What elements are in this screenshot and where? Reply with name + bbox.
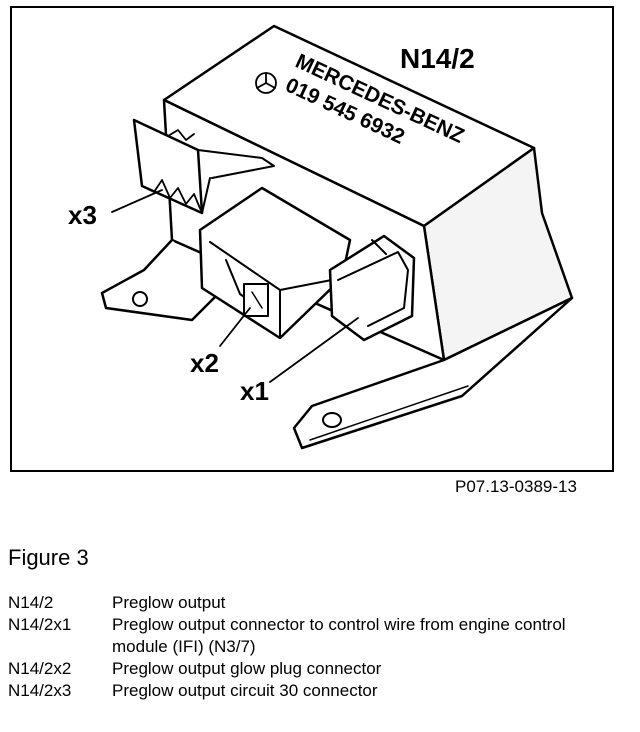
legend-code: N14/2x2 [8, 659, 72, 678]
callout-x1: x1 [240, 376, 269, 406]
legend-code: N14/2 [8, 593, 54, 612]
x3-leader [111, 189, 163, 213]
mounting-hole-left [132, 291, 148, 307]
x1-leader [269, 317, 359, 383]
figure-title: Figure 3 [8, 545, 89, 570]
legend-item: N14/2x2 Preglow output glow plug connect… [8, 658, 572, 680]
mercedes-star-icon [255, 72, 277, 94]
legend-item: N14/2 Preglow output [8, 592, 572, 614]
component-label: N14/2 [400, 43, 475, 74]
legend-code: N14/2x1 [8, 615, 72, 634]
mounting-tab-right [292, 296, 574, 450]
diagram-frame: MERCEDES-BENZ 019 545 6932 N14/2 x3 x2 x… [10, 6, 614, 472]
mounting-tab-left [100, 238, 224, 322]
callout-x3: x3 [68, 200, 97, 230]
legend-description: Preglow output glow plug connector [112, 659, 382, 678]
legend-item: N14/2x3 Preglow output circuit 30 connec… [8, 680, 572, 702]
callout-x2: x2 [190, 348, 219, 378]
legend: N14/2 Preglow output N14/2x1 Preglow out… [8, 592, 572, 702]
x2-leader [219, 307, 251, 347]
relay-diagram: MERCEDES-BENZ 019 545 6932 N14/2 x3 x2 x… [68, 24, 574, 450]
legend-code: N14/2x3 [8, 681, 72, 700]
figure-reference-code: P07.13-0389-13 [455, 477, 577, 496]
mounting-hole-right [322, 412, 342, 428]
legend-description: Preglow output circuit 30 connector [112, 681, 378, 700]
legend-description: Preglow output connector to control wire… [112, 615, 566, 656]
legend-item: N14/2x1 Preglow output connector to cont… [8, 614, 572, 658]
legend-description: Preglow output [112, 593, 226, 612]
